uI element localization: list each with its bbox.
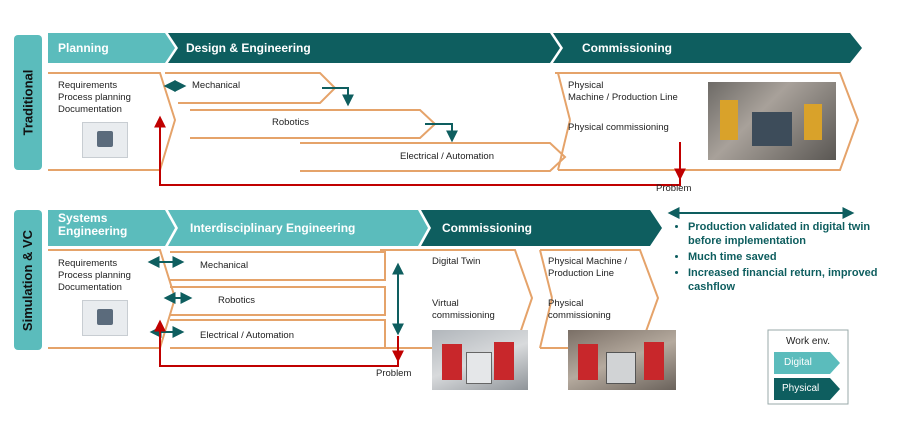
planning-documentation-t: Documentation [58,104,122,115]
phase-commissioning-s: Commissioning [442,221,533,235]
discipline-robotics-s: Robotics [218,295,255,306]
physical-machine-photo [568,330,676,390]
row-label-traditional: Traditional [14,35,42,170]
discipline-mechanical-t: Mechanical [192,80,241,91]
physical-commissioning-line2: commissioning [548,310,611,321]
row-label-simulation: Simulation & VC [14,210,42,350]
phase-banner-commissioning-s [421,210,662,246]
electrical-flow-s [170,319,386,349]
phase-design-engineering: Design & Engineering [186,41,311,55]
legend-physical-label: Physical [782,383,820,394]
mechanical-flow-s [170,251,386,281]
commissioning-flow-t [555,72,860,171]
documentation-thumbnail-s [82,300,128,336]
documentation-thumbnail-t [82,122,128,158]
physical-machine-line2: Production Line [548,268,615,279]
legend-digital-swatch [774,352,840,374]
phase-systems-line2: Engineering [58,224,128,238]
benefits-list: Production validated in digital twin bef… [674,220,888,296]
planning-process-s: Process planning [58,270,131,281]
discipline-mechanical-s: Mechanical [200,260,249,271]
phase-banner-design [168,33,560,63]
factory-photo-t [708,82,836,160]
legend-physical-swatch [774,378,840,400]
planning-requirements-t: Requirements [58,80,118,91]
phase-banner-planning [48,33,175,63]
discipline-electrical-t: Electrical / Automation [400,151,494,162]
commissioning-physical-t: Physical [568,80,604,91]
planning-documentation-s: Documentation [58,282,122,293]
digital-twin-photo [432,330,528,390]
legend-digital-label: Digital [784,357,812,368]
robotics-flow-s [170,286,386,316]
phase-banner-commissioning-t [553,33,862,63]
commissioning-machine-t: Machine / Production Line [568,92,678,103]
planning-requirements-s: Requirements [58,258,118,269]
planning-process-t: Process planning [58,92,131,103]
phase-systems-engineering: Systems Engineering [58,212,127,238]
problem-label-t: Problem [656,183,692,194]
mechanical-flow-t [165,72,337,104]
robotics-to-electrical-arrow [425,123,458,143]
digital-twin-label: Digital Twin [432,256,481,267]
physical-machine-line1: Physical Machine / [548,256,628,267]
phase-interdisciplinary: Interdisciplinary Engineering [190,221,356,235]
discipline-robotics-t: Robotics [272,117,309,128]
virtual-commissioning-line2: commissioning [432,310,495,321]
benefit-item: Production validated in digital twin bef… [688,220,888,248]
phase-systems-line1: Systems [58,211,108,225]
robotics-flow-t [190,109,437,139]
legend-title: Work env. [786,336,831,347]
discipline-electrical-s: Electrical / Automation [200,330,294,341]
phase-banner-interdisciplinary [168,210,428,246]
benefit-item: Much time saved [688,250,888,264]
electrical-flow-t [300,142,567,172]
phase-banner-systems [48,210,175,246]
phase-planning: Planning [58,41,109,55]
phase-commissioning-t: Commissioning [582,41,673,55]
benefit-item: Increased financial return, improved cas… [688,266,888,294]
commissioning-physical-comm-t: Physical commissioning [568,122,669,133]
planning-flow-t [48,72,177,171]
physical-commissioning-line1: Physical [548,298,584,309]
mech-to-robotics-arrow [322,87,354,107]
problem-loop-s [154,319,399,367]
virtual-commissioning-line1: Virtual [432,298,459,309]
problem-label-s: Problem [376,368,412,379]
